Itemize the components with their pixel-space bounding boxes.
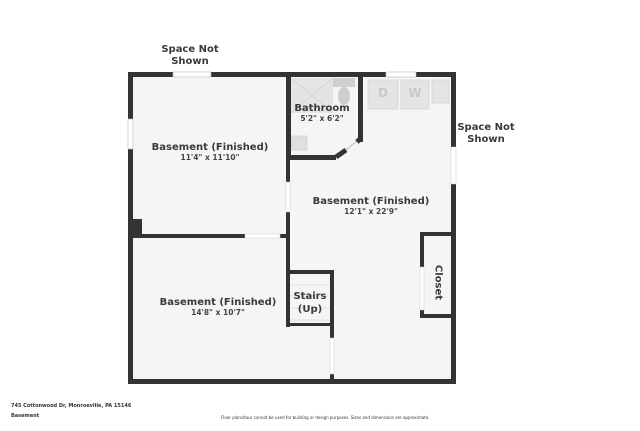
exterior-walls <box>128 72 456 384</box>
room-name: Basement (Finished) <box>151 142 269 153</box>
room-bathroom: Bathroom 5'2" x 6'2" <box>288 103 356 123</box>
address-label: 745 Cottonwood Dr, Monroeville, PA 15146 <box>11 403 132 409</box>
washer-label: W <box>408 86 422 100</box>
space-not-shown-line1: Space Not <box>161 44 219 55</box>
room-closet: Closet <box>432 264 444 301</box>
room-name: Bathroom <box>294 103 350 114</box>
room-dimensions: 11'4" x 11'10" <box>180 153 240 162</box>
dryer-icon <box>367 79 399 110</box>
room-name: Stairs <box>293 291 327 302</box>
space-not-shown-top: Space Not Shown <box>150 44 230 68</box>
interior-walls <box>133 72 453 380</box>
utility-sink-icon <box>431 79 450 104</box>
floor-area <box>131 75 453 381</box>
stair-treads <box>290 284 330 321</box>
room-basement-right: Basement (Finished) 12'1" x 22'9" <box>296 196 446 216</box>
room-dimensions: 14'8" x 10'7" <box>191 308 245 317</box>
space-not-shown-line1: Space Not <box>457 122 515 133</box>
room-stairs: Stairs (Up) <box>290 290 330 316</box>
toilet-tank-icon <box>333 78 355 87</box>
toilet-bowl-icon <box>338 87 350 105</box>
dryer-label: D <box>378 86 388 100</box>
disclaimer-text: Floor plans/tour cannot be used for buil… <box>221 415 430 420</box>
space-not-shown-line2: Shown <box>467 134 505 145</box>
floor-label: Basement <box>11 413 40 419</box>
sink-icon <box>290 135 308 151</box>
room-name: Basement (Finished) <box>159 297 277 308</box>
room-name: Basement (Finished) <box>312 196 430 207</box>
space-not-shown-line2: Shown <box>171 56 209 67</box>
windows <box>127 71 417 150</box>
door-openings <box>244 146 457 375</box>
room-dimensions: 5'2" x 6'2" <box>300 114 344 123</box>
room-basement-top-left: Basement (Finished) 11'4" x 11'10" <box>140 142 280 162</box>
room-name-suffix: (Up) <box>297 304 323 315</box>
room-dimensions: 12'1" x 22'9" <box>344 207 398 216</box>
room-basement-bottom-left: Basement (Finished) 14'8" x 10'7" <box>148 297 288 317</box>
space-not-shown-right: Space Not Shown <box>446 122 526 146</box>
washer-icon <box>400 79 430 110</box>
